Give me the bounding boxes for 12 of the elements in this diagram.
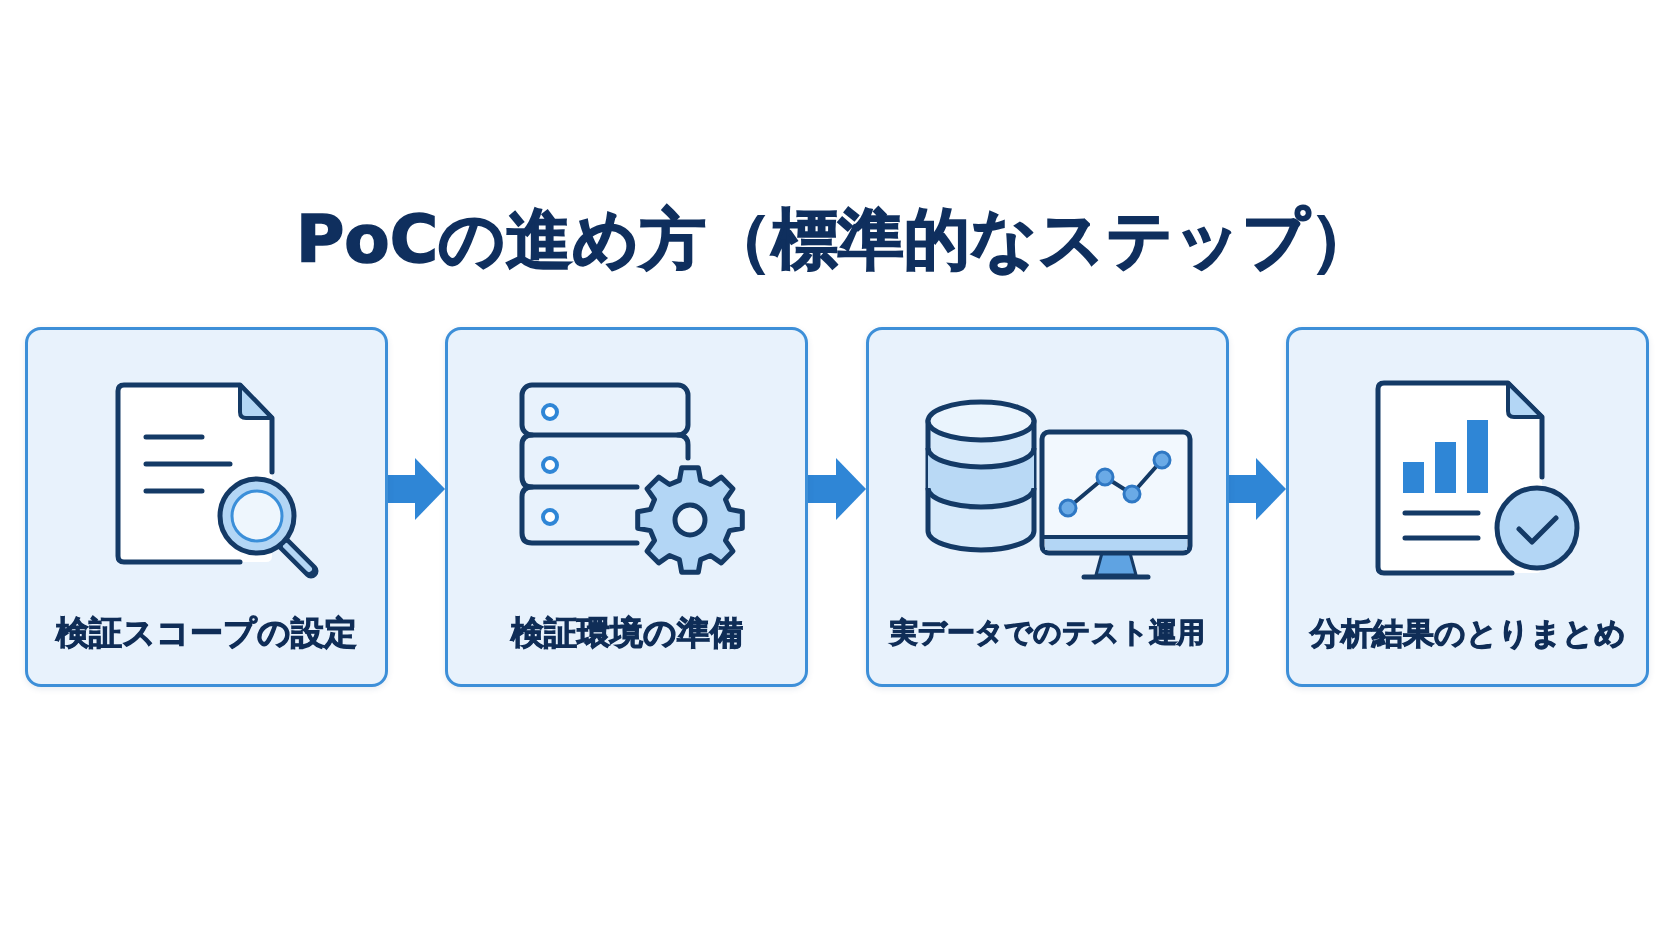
step-label: 検証環境の準備	[510, 612, 743, 654]
step-box	[866, 327, 1229, 687]
step-label: 分析結果のとりまとめ	[1309, 614, 1626, 653]
step-box	[1286, 327, 1649, 687]
arrow	[1229, 458, 1286, 520]
title: PoCの進め方（標準的なステップ）	[295, 201, 1377, 278]
arrow	[808, 458, 866, 520]
arrow	[388, 458, 445, 520]
step-label: 検証スコープの設定	[56, 612, 357, 654]
step-label: 実データでのテスト運用	[890, 615, 1205, 651]
step-box	[25, 327, 388, 687]
step-box	[445, 327, 808, 687]
